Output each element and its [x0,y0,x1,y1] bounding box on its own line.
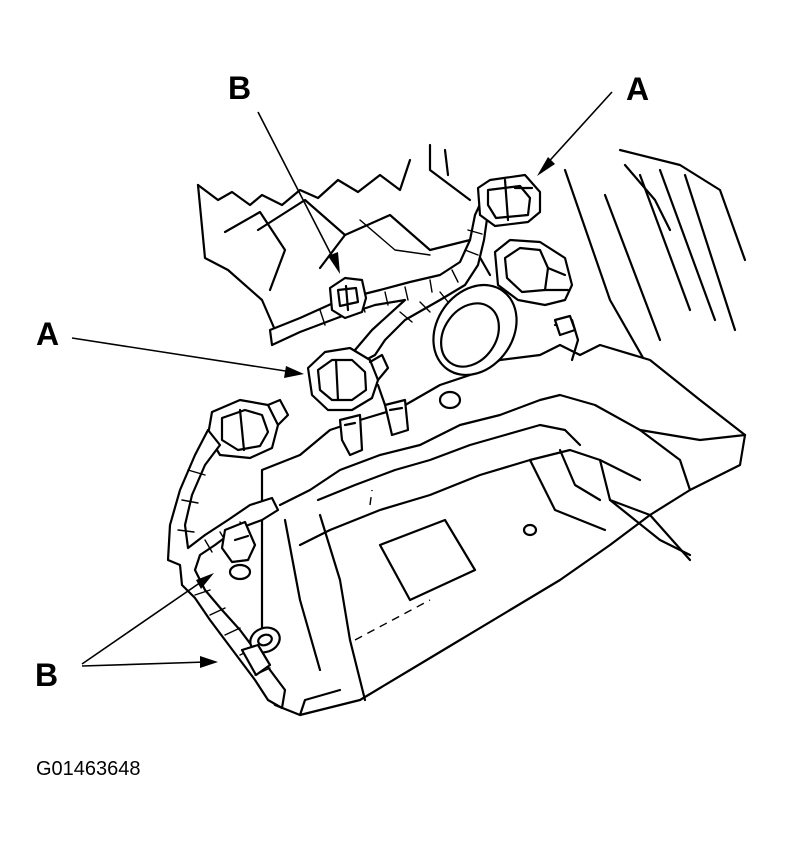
callout-label-b-top: B [228,70,251,106]
connector-a-left [306,346,390,412]
connector-a-top-right [476,173,542,228]
grommet-b-lower [240,626,281,677]
connector-left-mid [206,398,290,460]
callout-label-b-bottom-left: B [35,657,58,693]
figure-id: G01463648 [36,758,141,780]
upper-bracket-structure [196,143,492,332]
grommet-b-upper [220,520,257,581]
connector-b-top [328,276,368,320]
callout-label-a-top-right: A [626,71,649,107]
lower-tray [260,314,747,717]
callout-label-a-left: A [36,316,59,352]
bracket-clips [338,383,410,457]
mating-connector-right [493,238,574,307]
leader-arrows [71,91,613,668]
round-grommet [432,283,518,377]
